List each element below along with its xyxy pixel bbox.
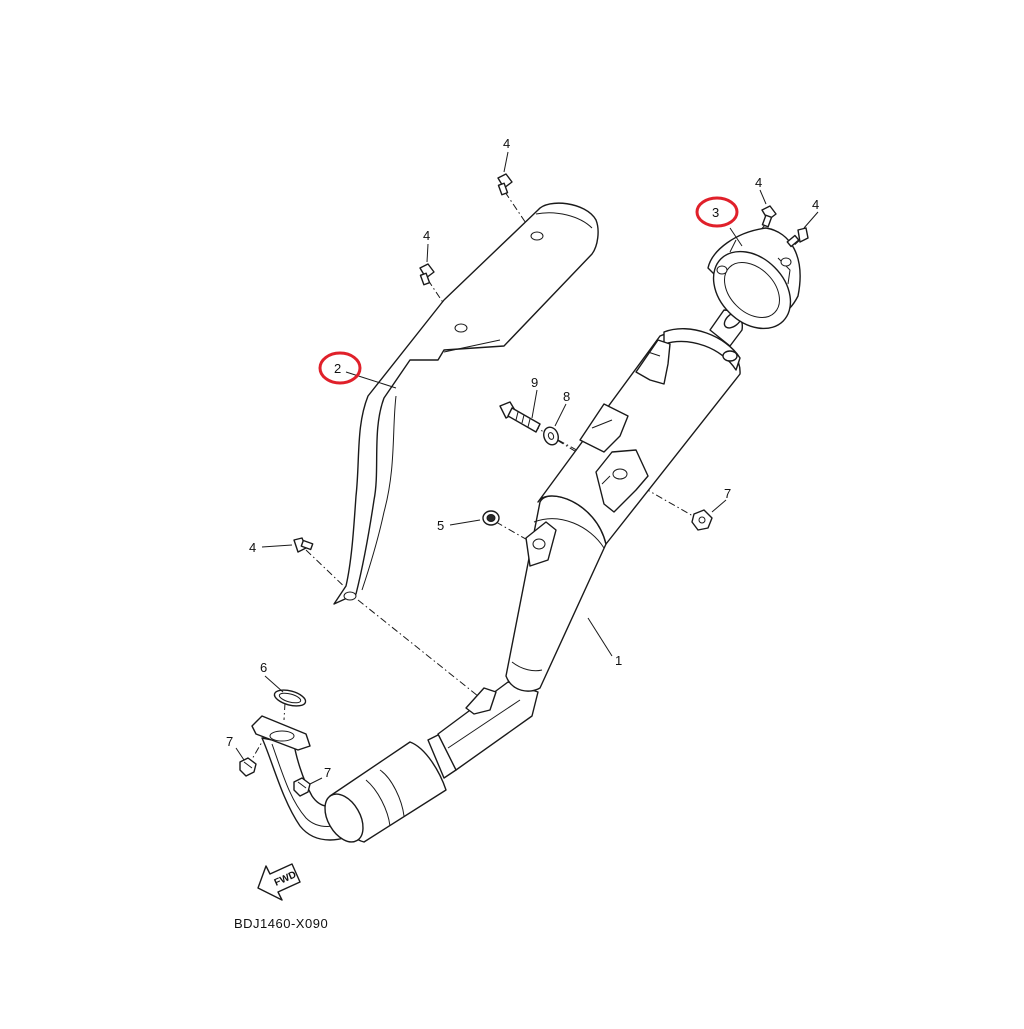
highlight-circle-part-3 [695,196,739,228]
end-cap [707,227,801,330]
callout-bolt-cap-left: 4 [755,175,762,190]
bolt-top-protector [497,173,513,196]
callout-labels: 4 4 4 4 4 3 2 9 8 5 7 1 6 7 7 [226,136,819,780]
callout-bolt-bracket: 9 [531,375,538,390]
heat-protector [333,202,599,605]
gasket [273,689,307,707]
callout-damper: 5 [437,518,444,533]
callout-bolt-cap-right: 4 [812,197,819,212]
bolt-bracket [499,401,541,433]
callout-muffler: 1 [615,653,622,668]
callout-nut-left: 7 [226,734,233,749]
callout-bolt-top-protector: 4 [503,136,510,151]
muffler-body [465,309,743,715]
callout-washer: 8 [563,389,570,404]
highlight-circle-part-2 [318,351,362,385]
fasteners [239,173,809,797]
callout-nut-bracket: 7 [724,486,731,501]
callout-nut-right: 7 [324,765,331,780]
fwd-arrow-icon: FWD [257,863,301,901]
callout-gasket: 6 [260,660,267,675]
callout-heat-protector: 2 [334,361,341,376]
bolt-cap-left [761,205,777,228]
damper [482,510,500,526]
bolt-low-protector [293,537,314,553]
callout-bolt-low-protector: 4 [249,540,256,555]
callout-end-cap: 3 [712,205,719,220]
header-pipe [251,681,539,843]
bolt-mid-protector [419,263,435,286]
callout-bolt-mid-protector: 4 [423,228,430,243]
diagram-code: BDJ1460-X090 [234,916,328,931]
nut-right [293,777,311,797]
bolt-cap-right [786,227,809,248]
leader-lines [235,151,819,785]
washer [543,426,559,446]
highlight-circles [318,196,739,385]
nut-left [239,757,257,777]
nut-bracket [691,509,713,531]
